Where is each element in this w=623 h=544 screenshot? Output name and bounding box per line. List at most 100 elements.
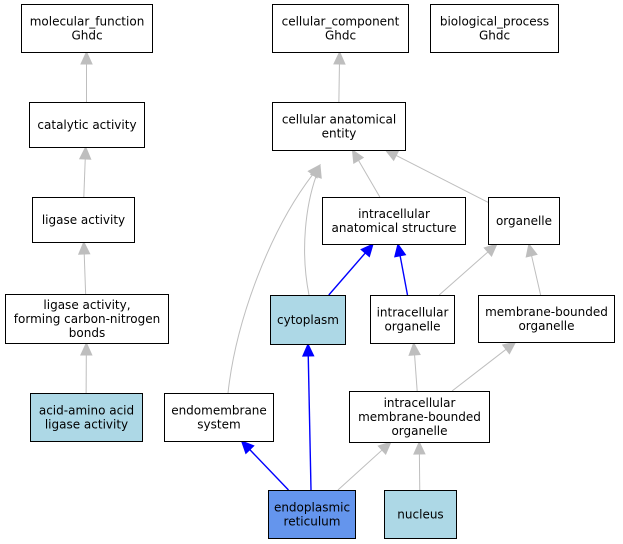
node-box-imbo [349,391,490,443]
node-label-cc-line-1: cellular_component [282,15,400,29]
node-label-aaal-line-1: acid-amino acid [39,404,134,418]
node-label-imbo-line-2: membrane-bounded [358,410,481,424]
node-label-ias-line-1: intracellular [358,207,430,221]
arrowhead-iorg-to-ias [394,242,407,258]
edge-ias-to-cae [358,160,381,198]
node-box-ias [322,197,466,245]
edge-ligcn-to-lig [83,253,87,295]
node-box-cae [272,102,406,151]
node-label-endo-line-2: system [197,418,240,432]
node-ligcn[interactable]: ligase activity,forming carbon-nitrogenb… [5,294,169,344]
arrowhead-er-to-cyto [301,342,315,357]
edge-cyto-to-ias [328,252,366,296]
edge-lig-to-cat [83,158,86,198]
node-label-iorg-line-1: intracellular [377,306,449,320]
node-label-cae-line-1: cellular anatomical [282,113,396,127]
arrowhead-cyto-to-ias [360,243,374,258]
node-cat[interactable]: catalytic activity [29,102,145,148]
node-label-mbo-line-2: organelle [518,319,574,333]
node-label-er-line-2: reticulum [284,515,341,529]
edge-er-to-cyto [307,355,312,491]
node-box-mbo [478,295,615,343]
node-org[interactable]: organelle [488,197,560,245]
edge-iorg-to-org [438,251,489,296]
arrowhead-endo-to-cae [307,164,321,179]
node-label-endo-line-1: endomembrane [171,404,267,418]
node-layer: molecular_functionGhdccellular_component… [5,4,615,539]
node-label-ias-line-2: anatomical structure [332,221,457,235]
node-label-ligcn-line-2: forming carbon-nitrogen [14,312,160,326]
node-label-bp-line-1: biological_process [440,15,549,29]
node-label-mbo-line-1: membrane-bounded [485,305,608,319]
arrowhead-ias-to-cae [351,148,365,164]
node-label-lig-line-1: ligase activity [42,213,125,227]
edge-cyto-to-cae [304,176,317,296]
node-box-endo [164,393,274,442]
edge-er-to-endo [249,449,289,491]
node-box-bp [430,4,559,53]
node-box-lig [32,197,135,243]
node-label-mf-line-2: Ghdc [71,29,102,43]
arrowhead-er-to-endo [240,440,255,455]
arrowhead-mbo-to-org [525,242,538,258]
arrowhead-nuc-to-imbo [413,440,426,455]
node-label-ligcn-line-3: bonds [69,326,105,340]
arrowhead-ligcn-to-lig [77,240,91,255]
edge-iorg-to-ias [399,255,409,296]
node-box-nuc [384,490,457,539]
node-box-aaal [30,393,143,442]
arrowhead-cat-to-mf [80,50,93,65]
node-box-mf [21,4,153,53]
node-label-imbo-line-3: organelle [391,424,447,438]
node-box-cc [272,4,409,53]
node-label-ligcn-line-1: ligase activity, [43,298,130,312]
node-box-er [268,490,356,539]
arrowhead-er-to-imbo [377,441,392,456]
node-label-cae-line-2: entity [322,127,357,141]
arrowhead-lig-to-cat [78,145,92,160]
arrowhead-aaal-to-ligcn [80,341,93,356]
node-nuc[interactable]: nucleus [384,490,457,539]
node-label-org-line-1: organelle [496,214,552,228]
node-label-cyto-line-1: cytoplasm [277,313,339,327]
node-box-iorg [370,295,455,344]
node-label-bp-line-2: Ghdc [479,29,510,43]
node-label-imbo-line-1: intracellular [384,396,456,410]
node-box-cat [29,102,145,148]
arrowhead-imbo-to-iorg [408,341,421,356]
node-label-iorg-line-2: organelle [384,320,440,334]
node-lig[interactable]: ligase activity [32,197,135,243]
edge-layer [77,50,542,491]
edge-cae-to-cc [338,63,340,103]
node-label-mf-line-1: molecular_function [30,15,145,29]
edge-imbo-to-iorg [414,354,418,392]
node-box-cyto [270,295,346,345]
node-label-cc-line-2: Ghdc [325,29,356,43]
edge-org-to-cae [395,155,489,203]
node-cyto[interactable]: cytoplasm [270,295,346,345]
node-box-org [488,197,560,245]
arrowhead-iorg-to-org [483,243,498,257]
edge-endo-to-cae [227,174,314,394]
node-label-er-line-1: endoplasmic [274,501,350,515]
node-label-aaal-line-2: ligase activity [45,418,128,432]
node-label-nuc-line-1: nucleus [397,508,443,522]
arrowhead-org-to-cae [384,149,400,162]
arrowhead-imbo-to-mbo [501,341,517,355]
arrowhead-cae-to-cc [333,50,346,65]
node-label-cat-line-1: catalytic activity [37,118,136,132]
edge-mbo-to-org [531,255,542,296]
edge-imbo-to-mbo [451,348,507,392]
